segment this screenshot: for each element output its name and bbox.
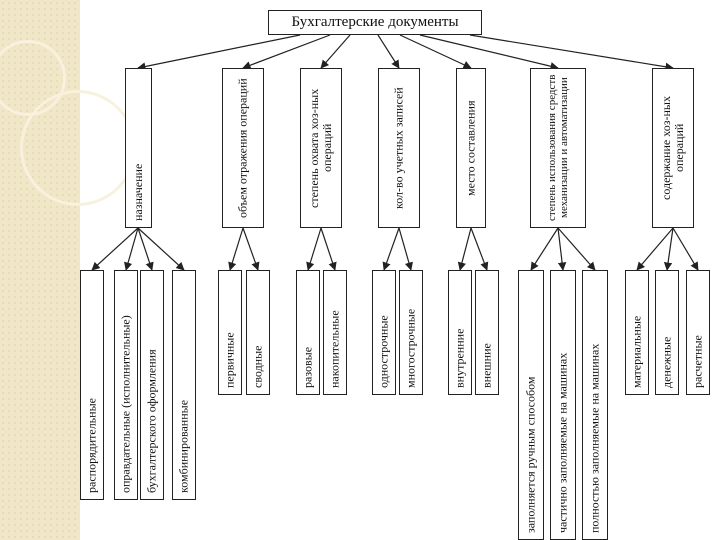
doc-type-item: внешние (475, 270, 499, 395)
doc-type-item: частично заполняемые на машинах (550, 270, 576, 540)
doc-type-item: первичные (218, 270, 242, 395)
category-purpose: назначение (125, 68, 152, 228)
connector-arrow (137, 34, 301, 71)
doc-type-item: материальные (625, 270, 649, 395)
connector-arrow (457, 227, 472, 271)
doc-type-item: заполняется ручным способом (518, 270, 544, 540)
connector-arrow (242, 34, 331, 70)
connector-arrow (672, 227, 699, 271)
connector-arrow (557, 227, 596, 271)
doc-type-item: комбинированные (172, 270, 196, 500)
connector-arrow (228, 227, 244, 271)
connector-arrow (137, 227, 154, 271)
connector-arrow (663, 227, 674, 271)
doc-type-item: сводные (246, 270, 270, 395)
doc-type-item: многострочные (399, 270, 423, 395)
doc-type-item: бухгалтерского оформления (140, 270, 164, 500)
doc-type-item: полностью заполняемые на машинах (582, 270, 608, 540)
connector-arrow (137, 227, 185, 271)
connector-arrow (124, 227, 139, 271)
category-label: степень охвата хоз-ных операций (307, 88, 334, 208)
connector-arrow (419, 34, 559, 71)
category-operation-content: содержание хоз-ных операций (652, 68, 694, 228)
doc-type-item: оправдательные (исполнительные) (114, 270, 138, 500)
connector-arrow (399, 34, 472, 69)
category-label: содержание хоз-ных операций (659, 96, 686, 200)
category-reflection-volume: объем отражения операций (222, 68, 264, 228)
connector-arrow (91, 227, 139, 271)
connector-arrow (557, 227, 567, 271)
connector-arrow (242, 227, 260, 271)
category-automation-degree: степень использования средств механизаци… (530, 68, 586, 228)
root-node: Бухгалтерские документы (268, 10, 482, 35)
category-coverage-degree: степень охвата хоз-ных операций (300, 68, 342, 228)
doc-type-item: денежные (655, 270, 679, 395)
root-label: Бухгалтерские документы (291, 14, 459, 30)
category-label: место составления (463, 100, 478, 196)
category-label: назначение (131, 163, 145, 221)
connector-arrow (398, 227, 413, 271)
connector-arrow (469, 34, 674, 71)
doc-type-item: однострочные (372, 270, 396, 395)
category-label: объем отражения операций (235, 78, 250, 218)
connector-arrow (320, 227, 337, 271)
connector-arrow (530, 227, 559, 271)
doc-type-item: распорядительные (80, 270, 104, 500)
connector-arrow (377, 34, 400, 69)
connector-arrow (636, 227, 674, 271)
connector-arrow (470, 227, 489, 271)
connector-arrow (382, 227, 400, 271)
connector-arrow (306, 227, 322, 271)
category-label: степень использования средств механизаци… (546, 74, 570, 222)
doc-type-item: расчетные (686, 270, 710, 395)
category-place-of-issue: место составления (456, 68, 486, 228)
doc-type-item: внутренние (448, 270, 472, 395)
connector-arrow (320, 34, 351, 69)
category-label: кол-во учетных записей (391, 87, 406, 209)
doc-type-item: накопительные (323, 270, 347, 395)
decorative-side-panel (0, 0, 136, 540)
doc-type-item: разовые (296, 270, 320, 395)
category-entries-count: кол-во учетных записей (378, 68, 420, 228)
